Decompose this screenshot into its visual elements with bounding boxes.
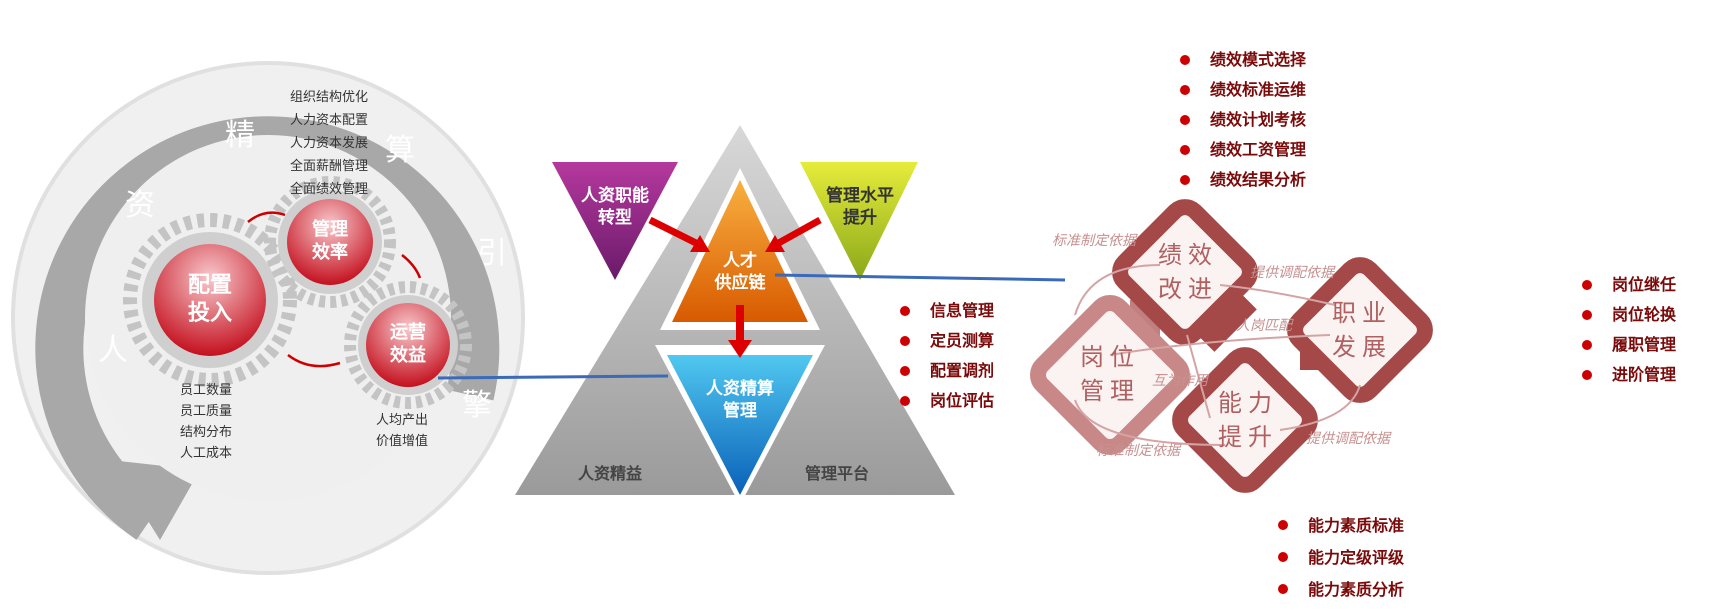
list-item: 绩效标准运维 [1180,75,1306,105]
label: 能力 [1218,389,1278,417]
pyramid [515,125,955,505]
list-item: 全面薪酬管理 [290,159,369,174]
list-item: 能力定级评级 [1278,542,1404,574]
list-item: 岗位轮换 [1582,300,1676,330]
label: 提升 [1218,423,1278,451]
ring-char: 算 [385,133,415,168]
label: 改进 [1158,275,1218,303]
gear-label: 配置 [187,273,232,298]
base-left-label: 人资精益 [578,464,643,483]
ability-list: 能力素质标准 能力定级评级 能力素质分析 [1278,510,1404,606]
perf-list: 绩效模式选择 绩效标准运维 绩效计划考核 绩效工资管理 绩效结果分析 [1180,45,1306,195]
label: 人资职能 [581,186,649,206]
list-item: 绩效结果分析 [1180,165,1306,195]
list-item: 绩效计划考核 [1180,105,1306,135]
ring-char: 精 [225,118,255,153]
list-item: 价值增值 [376,434,429,449]
connector-line [437,374,669,380]
relation-label: 提供调配依据 [1250,265,1334,281]
relation-label: 人岗匹配 [1236,318,1292,334]
connector-line [774,273,1066,282]
post-list: 信息管理 定员测算 配置调剂 岗位评估 [900,296,994,416]
diamond-network [1030,199,1433,493]
diamond-career: 职业发展 [1322,296,1402,364]
talent-supply-chain: 人才供应链 [700,250,780,294]
list-item: 进阶管理 [1582,360,1676,390]
diamond-ability: 能力提升 [1208,386,1288,454]
list-item: 履职管理 [1582,330,1676,360]
label: 绩效 [1158,241,1218,269]
bottom-left-list: 员工数量 员工质量 结构分布 人工成本 [180,380,232,464]
list-item: 岗位继任 [1582,270,1676,300]
list-item: 能力素质分析 [1278,574,1404,606]
relation-label: 标准制定依据 [1052,233,1136,249]
list-item: 定员测算 [900,326,994,356]
diamond-perf-improve: 绩效改进 [1148,238,1228,306]
label: 职业 [1332,299,1392,327]
list-item: 绩效模式选择 [1180,45,1306,75]
list-item: 结构分布 [180,425,233,440]
relation-label: 互为作用 [1152,373,1208,389]
gear-operating-benefit: 运营效益 [378,321,438,367]
hr-function-transform: 人资职能转型 [570,185,660,229]
ring-char: 人 [98,333,128,368]
gear-label: 效益 [390,345,426,366]
label: 人才 [723,251,757,271]
ring-char: 引 [477,236,507,271]
list-item: 员工数量 [180,383,233,398]
list-item: 人均产出 [376,413,429,428]
hr-actuarial-mgmt: 人资精算管理 [690,378,790,422]
top-list: 组织结构优化 人力资本配置 人力资本发展 全面薪酬管理 全面绩效管理 [290,86,368,201]
gear-label: 效率 [312,242,348,263]
label: 人资精算 [706,379,774,399]
bottom-right-list: 人均产出 价值增值 [376,410,428,452]
relation-label: 提供调配依据 [1306,431,1390,447]
mgmt-level-improve: 管理水平提升 [815,185,905,229]
label: 转型 [598,208,632,228]
list-item: 员工质量 [180,404,233,419]
label: 提升 [843,208,877,228]
label: 发展 [1332,333,1392,361]
gears [123,176,472,409]
gear-label: 投入 [187,301,232,326]
relation-label: 标准制定依据 [1096,443,1180,459]
label: 管理水平 [826,186,894,206]
label: 管理 [723,401,757,421]
base-right-label: 管理平台 [805,464,870,483]
label: 岗位 [1080,343,1140,371]
list-item: 人力资本配置 [290,113,369,128]
gear-label: 运营 [390,322,426,343]
list-item: 信息管理 [900,296,994,326]
list-item: 人力资本发展 [290,136,369,151]
list-item: 全面绩效管理 [290,182,369,197]
label: 供应链 [714,273,766,293]
ring-char: 擎 [462,388,492,423]
diamond-post-mgmt: 岗位管理 [1070,340,1150,408]
gear-mgmt-efficiency: 管理效率 [300,218,360,264]
ring-char: 资 [125,188,155,223]
list-item: 配置调剂 [900,356,994,386]
list-item: 能力素质标准 [1278,510,1404,542]
list-item: 组织结构优化 [290,90,369,105]
gear-config-input: 配置投入 [170,272,250,328]
gear-label: 管理 [312,219,348,240]
label: 管理 [1080,377,1140,405]
list-item: 绩效工资管理 [1180,135,1306,165]
career-list: 岗位继任 岗位轮换 履职管理 进阶管理 [1582,270,1676,390]
list-item: 人工成本 [180,446,233,461]
list-item: 岗位评估 [900,386,994,416]
